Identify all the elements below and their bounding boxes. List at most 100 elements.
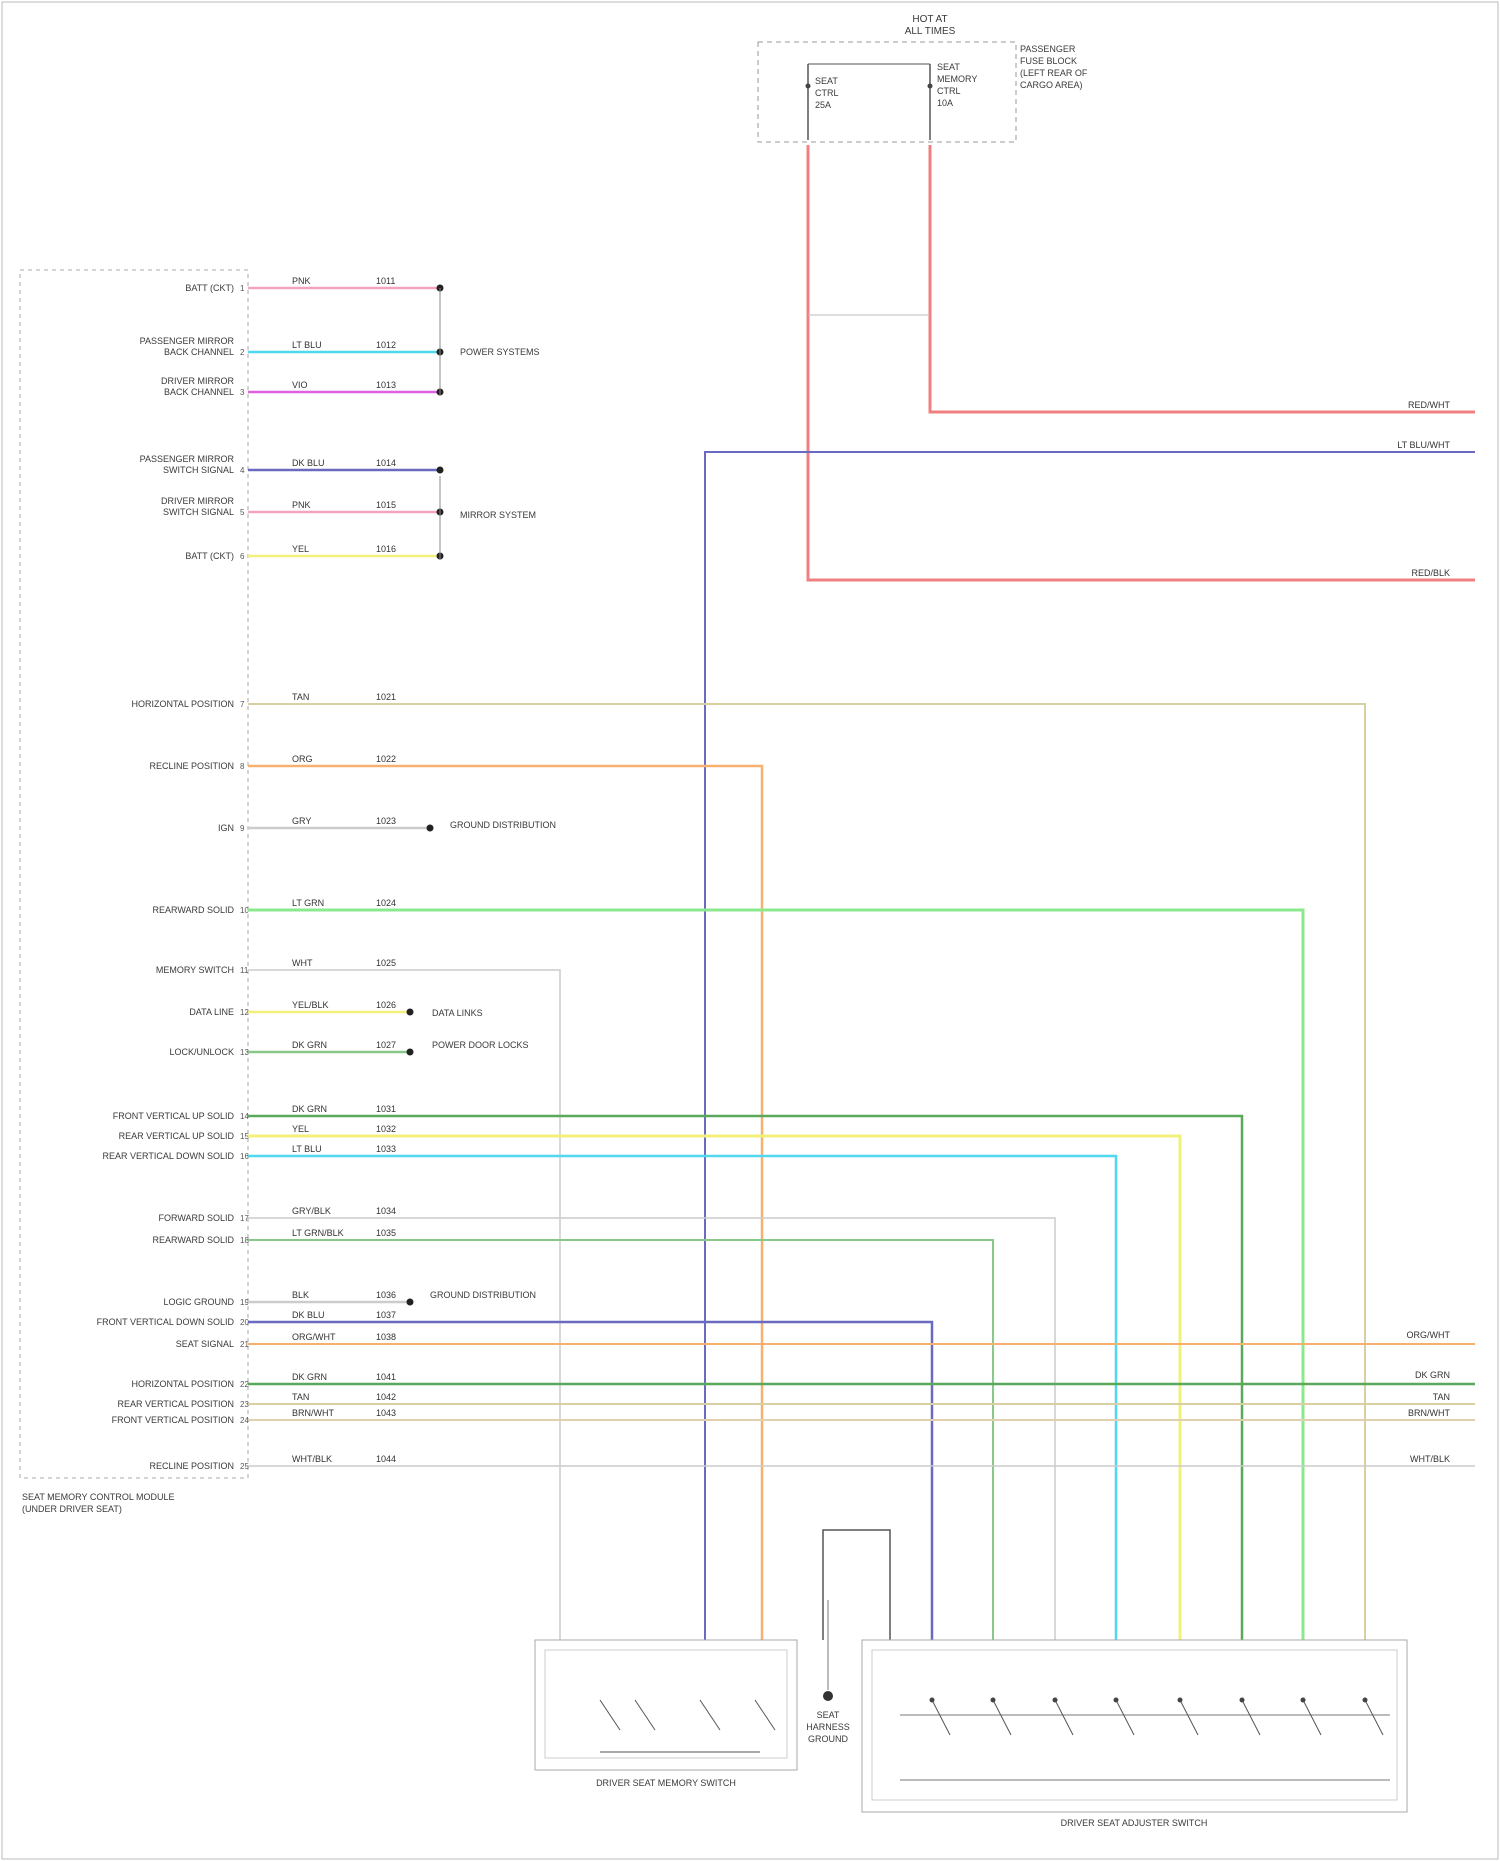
- connector-arrow: [437, 467, 444, 474]
- pin-label: BATT (CKT): [185, 283, 234, 293]
- pin-label: DRIVER MIRROR: [161, 376, 235, 386]
- pin-label: FRONT VERTICAL POSITION: [112, 1415, 234, 1425]
- pin-label: BACK CHANNEL: [164, 347, 234, 357]
- pin-label: PASSENGER MIRROR: [140, 336, 235, 346]
- adjuster-contacts: [930, 1698, 1384, 1736]
- adjuster-switch-outline: [862, 1640, 1407, 1812]
- pin-label: HORIZONTAL POSITION: [131, 1379, 234, 1389]
- ground-dot: [823, 1691, 833, 1701]
- adjuster-terminal: [1301, 1698, 1306, 1703]
- adjuster-contact: [1365, 1700, 1383, 1735]
- pin-label: BACK CHANNEL: [164, 387, 234, 397]
- module-name-2: (UNDER DRIVER SEAT): [22, 1504, 122, 1514]
- system-branches: POWER SYSTEMS MIRROR SYSTEM GROUND DISTR…: [430, 288, 556, 1300]
- pin-label: REAR VERTICAL DOWN SOLID: [102, 1151, 234, 1161]
- switch-runs: [248, 704, 1365, 1640]
- circuit-number-label: 1012: [376, 340, 396, 350]
- adjuster-switch-label: DRIVER SEAT ADJUSTER SWITCH: [1061, 1818, 1208, 1828]
- wire-color-label: TAN: [292, 1392, 309, 1402]
- pin-label: PASSENGER MIRROR: [140, 454, 235, 464]
- wire-color-label: LT BLU: [292, 340, 322, 350]
- module-pins: BATT (CKT)1PNK1011PASSENGER MIRRORBACK C…: [97, 276, 444, 1471]
- harness-ground: SEAT HARNESS GROUND: [806, 1530, 890, 1744]
- ground-label-3: GROUND: [808, 1734, 848, 1744]
- fuse-right-label-4: 10A: [937, 98, 953, 108]
- right-edge-runs: ORG/WHT DK GRN TAN BRN/WHT WHT/BLK: [248, 1330, 1475, 1466]
- dk-blue-run: [248, 1322, 932, 1640]
- ground-label-2: HARNESS: [806, 1722, 850, 1732]
- module-pin-row: LOGIC GROUND19BLK1036: [163, 1290, 413, 1307]
- pin-number: 3: [240, 388, 245, 397]
- wire-color-label: PNK: [292, 276, 311, 286]
- module-pin-row: HORIZONTAL POSITION7TAN1021: [131, 692, 396, 709]
- circuit-number-label: 1044: [376, 1454, 396, 1464]
- pin-label: DATA LINE: [189, 1007, 234, 1017]
- wire-color-label: BRN/WHT: [292, 1408, 334, 1418]
- connector-arrow: [407, 1299, 414, 1306]
- ground-label: GROUND DISTRIBUTION: [450, 820, 556, 830]
- wire-color-label: TAN: [292, 692, 309, 702]
- white-run: [248, 970, 560, 1640]
- seat-adjuster-switch: DRIVER SEAT ADJUSTER SWITCH: [862, 1640, 1407, 1828]
- module-name-1: SEAT MEMORY CONTROL MODULE: [22, 1492, 175, 1502]
- wire-color-label: VIO: [292, 380, 308, 390]
- wire-color-label: PNK: [292, 500, 311, 510]
- right-label-wht-black: WHT/BLK: [1410, 1454, 1450, 1464]
- pin-label: FRONT VERTICAL DOWN SOLID: [97, 1317, 235, 1327]
- right-label-blue-white: LT BLU/WHT: [1397, 440, 1450, 450]
- orange-run: [248, 766, 762, 1640]
- wire-color-label: WHT/BLK: [292, 1454, 332, 1464]
- fuse-block-outline: [758, 42, 1016, 142]
- circuit-number-label: 1015: [376, 500, 396, 510]
- adjuster-contact: [1055, 1700, 1073, 1735]
- tan-run: [248, 704, 1365, 1640]
- adjuster-terminal: [930, 1698, 935, 1703]
- right-label-org-white: ORG/WHT: [1407, 1330, 1451, 1340]
- module-pin-row: IGN9GRY1023: [218, 816, 434, 833]
- adjuster-terminal: [991, 1698, 996, 1703]
- module-pin-row: REAR VERTICAL DOWN SOLID16LT BLU1033: [102, 1144, 396, 1161]
- module-pin-row: LOCK/UNLOCK13DK GRN1027: [169, 1040, 413, 1057]
- fuse-block-location-1: PASSENGER: [1020, 44, 1076, 54]
- fuse-block-title-2: ALL TIMES: [905, 26, 956, 37]
- pin-number: 1: [240, 284, 245, 293]
- memory-contact-4: [755, 1700, 775, 1730]
- wire-color-label: GRY: [292, 816, 311, 826]
- module-pin-row: FRONT VERTICAL POSITION24BRN/WHT1043: [112, 1408, 396, 1425]
- fuse-left-node: [806, 84, 811, 89]
- adjuster-terminal: [1240, 1698, 1245, 1703]
- circuit-number-label: 1032: [376, 1124, 396, 1134]
- pin-label: SWITCH SIGNAL: [163, 507, 234, 517]
- fuse-block: HOT AT ALL TIMES PASSENGER FUSE BLOCK (L…: [758, 14, 1088, 142]
- seat-memory-module: SEAT MEMORY CONTROL MODULE (UNDER DRIVER…: [20, 270, 444, 1514]
- pin-number: 7: [240, 700, 245, 709]
- memory-switch: DRIVER SEAT MEMORY SWITCH: [535, 1640, 797, 1788]
- power-system-label: POWER SYSTEMS: [460, 347, 540, 357]
- ground-label-1: SEAT: [817, 1710, 840, 1720]
- circuit-number-label: 1031: [376, 1104, 396, 1114]
- circuit-number-label: 1023: [376, 816, 396, 826]
- circuit-number-label: 1025: [376, 958, 396, 968]
- circuit-number-label: 1038: [376, 1332, 396, 1342]
- wire-color-label: YEL: [292, 1124, 309, 1134]
- memory-contact-1: [600, 1700, 620, 1730]
- pin-label: RECLINE POSITION: [149, 1461, 234, 1471]
- wire-color-label: DK GRN: [292, 1372, 327, 1382]
- mirror-system-label: MIRROR SYSTEM: [460, 510, 536, 520]
- module-pin-row: BATT (CKT)6YEL1016: [185, 544, 443, 561]
- red-white-feed: [930, 145, 1475, 412]
- wire-color-label: ORG: [292, 754, 313, 764]
- pin-label: LOCK/UNLOCK: [169, 1047, 234, 1057]
- wire-color-label: YEL: [292, 544, 309, 554]
- power-feeds: RED/WHT LT BLU/WHT RED/BLK: [705, 145, 1475, 1640]
- fuse-left-label-2: CTRL: [815, 88, 839, 98]
- module-pin-row: REARWARD SOLID10LT GRN1024: [152, 898, 396, 915]
- adjuster-terminal: [1363, 1698, 1368, 1703]
- red-black-feed: [808, 145, 1475, 580]
